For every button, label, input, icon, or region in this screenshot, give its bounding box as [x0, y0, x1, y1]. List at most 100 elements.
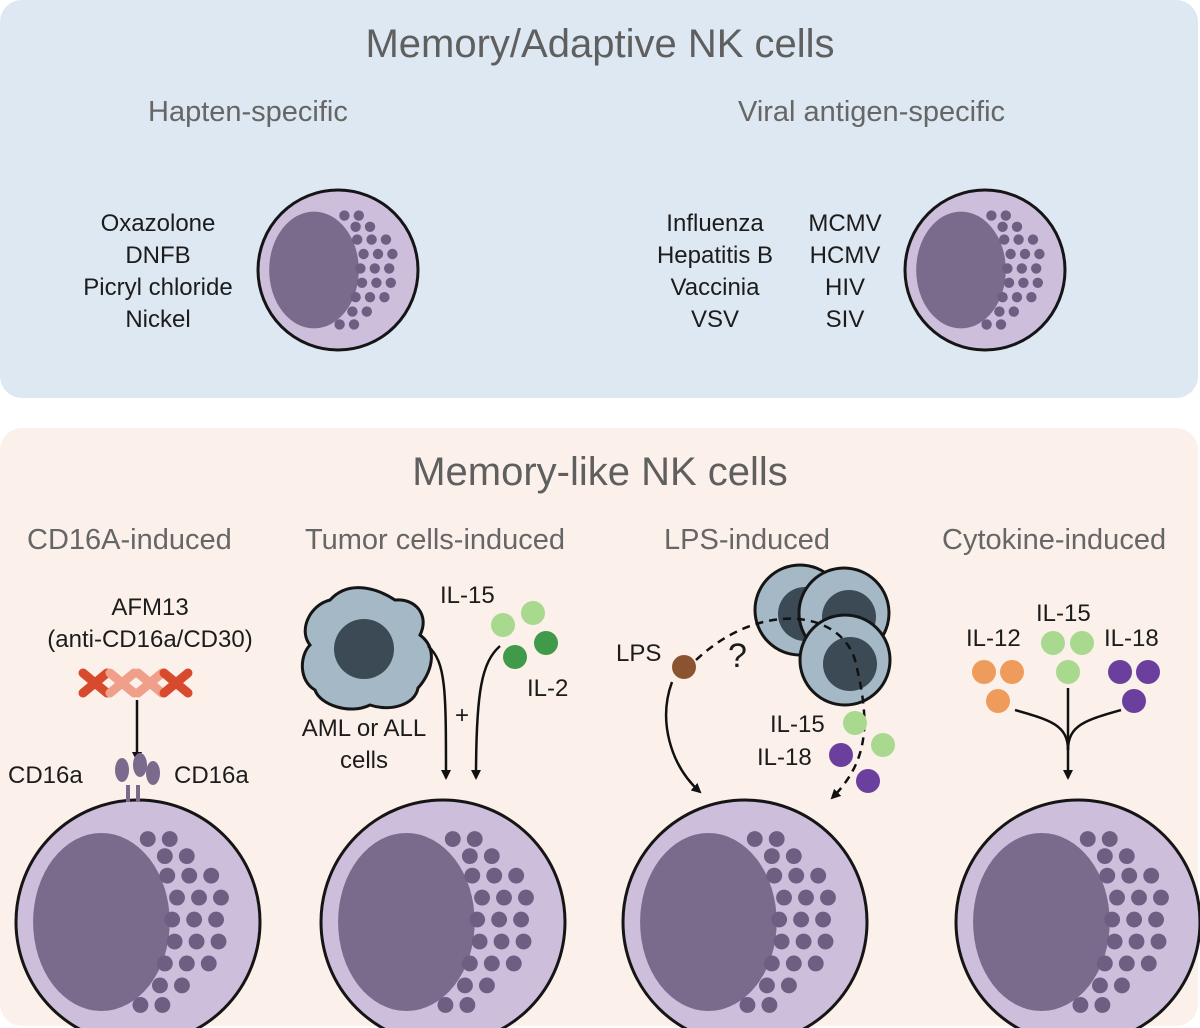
granule	[771, 911, 788, 928]
granule	[464, 867, 481, 884]
granule	[210, 933, 227, 950]
granule	[1143, 867, 1160, 884]
granule	[1079, 831, 1096, 847]
granule	[785, 848, 802, 865]
receptor-domain	[146, 761, 160, 785]
merge-line-left	[1014, 708, 1070, 751]
granule	[380, 234, 392, 245]
granule	[178, 848, 195, 865]
tumor-cells-induced-subtitle: Tumor cells-induced	[305, 524, 566, 556]
virus-item: VSV	[690, 306, 740, 333]
granule	[1113, 977, 1130, 994]
granule	[493, 933, 510, 950]
granule	[766, 867, 783, 884]
granule	[156, 955, 173, 972]
il12-dot	[986, 689, 1010, 713]
granule	[461, 955, 478, 972]
granule	[776, 889, 792, 906]
granule	[364, 292, 376, 303]
receptor-domain	[133, 753, 147, 777]
granule	[815, 911, 832, 928]
granule	[350, 292, 361, 303]
granule	[1109, 889, 1125, 906]
granule	[1126, 911, 1143, 928]
granule	[188, 933, 205, 950]
granule	[356, 277, 368, 288]
granule	[466, 831, 483, 847]
granule	[513, 911, 530, 928]
il15-dot	[843, 711, 867, 735]
merge-line-right	[1066, 708, 1122, 751]
virus-item: HCMV	[809, 242, 881, 269]
granule	[1118, 955, 1135, 972]
tumor-cell-nucleus	[334, 619, 394, 679]
granule	[981, 319, 992, 330]
granule	[1016, 263, 1027, 274]
granule	[1000, 210, 1011, 221]
granule	[348, 319, 360, 330]
il2-dot	[534, 631, 558, 655]
granule	[1013, 234, 1024, 245]
nk-cell-nucleus	[338, 832, 475, 1012]
target-cells-icon	[753, 563, 892, 707]
granule	[371, 277, 382, 288]
granule	[364, 221, 376, 232]
hapten-specific-subtitle: Hapten-specific	[148, 96, 348, 128]
il15-label-lps: IL-15	[770, 711, 825, 738]
granule	[1121, 867, 1138, 884]
afm13-domain	[159, 668, 193, 698]
granule	[739, 997, 756, 1013]
granule	[334, 319, 345, 330]
granule	[347, 306, 358, 317]
viral-list-col2: MCMV HCMV HIV SIV	[795, 208, 895, 336]
receptor-domain	[115, 758, 129, 782]
afm13-target-label: (anti-CD16a/CD30)	[47, 626, 253, 653]
il18-dot	[829, 743, 853, 767]
il15-dot	[1056, 660, 1080, 684]
granule	[1101, 831, 1118, 847]
afm13-antibody-icon	[78, 668, 193, 698]
virus-item: Vaccinia	[670, 274, 760, 301]
granule	[759, 977, 775, 994]
granule	[1032, 277, 1044, 288]
granule	[763, 848, 780, 865]
granule	[1026, 292, 1037, 303]
granule	[795, 933, 812, 950]
granule	[200, 955, 217, 972]
nk-cell-nucleus	[916, 211, 1006, 329]
afm13-domain	[105, 668, 139, 698]
lps-induced-subtitle: LPS-induced	[664, 524, 831, 556]
granule	[768, 831, 785, 847]
virus-item: MCMV	[808, 210, 882, 237]
granule	[1131, 889, 1147, 906]
granule	[1018, 277, 1029, 288]
granule	[997, 221, 1008, 232]
granule	[164, 911, 181, 928]
granule	[788, 867, 805, 884]
il18-dot	[1136, 660, 1160, 684]
il15-dot	[1041, 631, 1065, 655]
cd16a-label-left: CD16a	[8, 762, 83, 789]
granule	[483, 848, 500, 865]
granule	[355, 263, 366, 274]
granule	[457, 977, 473, 994]
granule	[785, 955, 802, 972]
granule	[191, 889, 207, 906]
granule	[508, 867, 525, 884]
memory-like-title: Memory-like NK cells	[412, 450, 788, 494]
granule	[807, 955, 824, 972]
il15-label-tumor: IL-15	[440, 582, 495, 609]
aml-all-label: AML or ALL	[301, 715, 427, 742]
il18-dot	[1108, 660, 1132, 684]
il2-dot	[503, 645, 527, 669]
granule	[1011, 292, 1023, 303]
nk-cell	[14, 798, 262, 1028]
granule	[132, 997, 149, 1013]
virus-item: SIV	[825, 306, 865, 333]
granule	[379, 292, 390, 303]
granule	[372, 248, 384, 260]
il2-label: IL-2	[527, 675, 569, 702]
granule	[518, 889, 534, 906]
granule	[156, 848, 173, 865]
granule	[1094, 997, 1111, 1013]
